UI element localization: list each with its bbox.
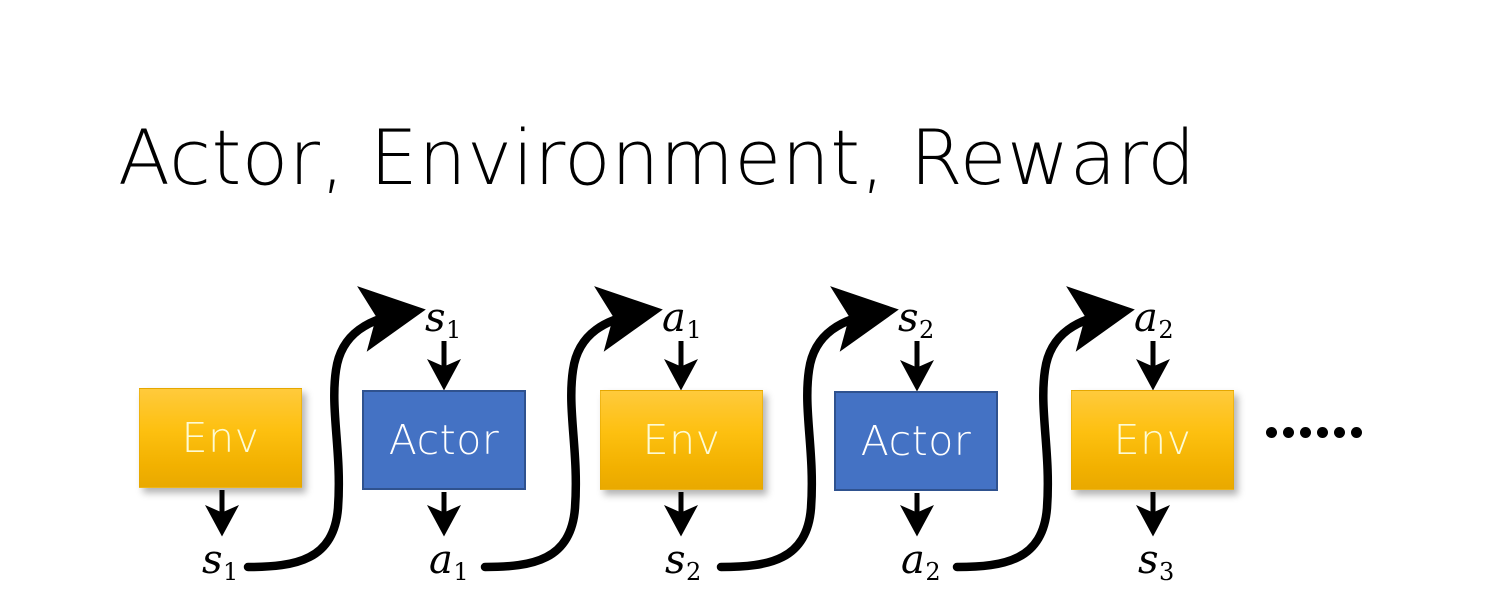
subscript: 2 — [686, 558, 702, 587]
subscript: 1 — [223, 558, 239, 587]
ellipsis-dot — [1266, 427, 1277, 438]
node-env-3[interactable]: Env — [1071, 390, 1234, 490]
label-state-s2-top: s2 — [898, 295, 934, 342]
label-state-s1-bottom: s1 — [202, 537, 238, 584]
label-action-a2-bottom: a2 — [901, 537, 941, 584]
subscript: 2 — [925, 558, 941, 587]
label-state-s2-bottom: s2 — [665, 537, 701, 584]
node-label: Actor — [860, 416, 972, 465]
symbol: a — [662, 295, 686, 341]
symbol: s — [202, 537, 223, 583]
symbol: a — [901, 537, 925, 583]
ellipsis-dot — [1300, 427, 1311, 438]
ellipsis-dot — [1283, 427, 1294, 438]
subscript: 3 — [1159, 558, 1175, 587]
symbol: a — [429, 537, 453, 583]
node-label: Env — [181, 413, 260, 462]
ellipsis-dot — [1317, 427, 1328, 438]
subscript: 1 — [686, 316, 702, 345]
node-label: Env — [1113, 415, 1192, 464]
symbol: a — [1134, 295, 1158, 341]
node-actor-2[interactable]: Actor — [834, 391, 998, 491]
node-label: Actor — [388, 415, 500, 464]
label-state-s3-bottom: s3 — [1138, 537, 1174, 584]
ellipsis-continuation — [1266, 427, 1362, 438]
page-title: Actor, Environment, Reward — [118, 113, 1196, 202]
label-action-a1-bottom: a1 — [429, 537, 469, 584]
label-state-s1-top: s1 — [425, 295, 461, 342]
symbol: s — [425, 295, 446, 341]
node-label: Env — [642, 415, 721, 464]
symbol: s — [1138, 537, 1159, 583]
ellipsis-dot — [1351, 427, 1362, 438]
label-action-a1-top: a1 — [662, 295, 702, 342]
node-env-2[interactable]: Env — [600, 390, 763, 490]
node-env-1[interactable]: Env — [139, 388, 302, 488]
subscript: 1 — [453, 558, 469, 587]
ellipsis-dot — [1334, 427, 1345, 438]
symbol: s — [665, 537, 686, 583]
label-action-a2-top: a2 — [1134, 295, 1174, 342]
node-actor-1[interactable]: Actor — [362, 390, 526, 490]
symbol: s — [898, 295, 919, 341]
subscript: 1 — [446, 316, 462, 345]
subscript: 2 — [919, 316, 935, 345]
subscript: 2 — [1158, 316, 1174, 345]
